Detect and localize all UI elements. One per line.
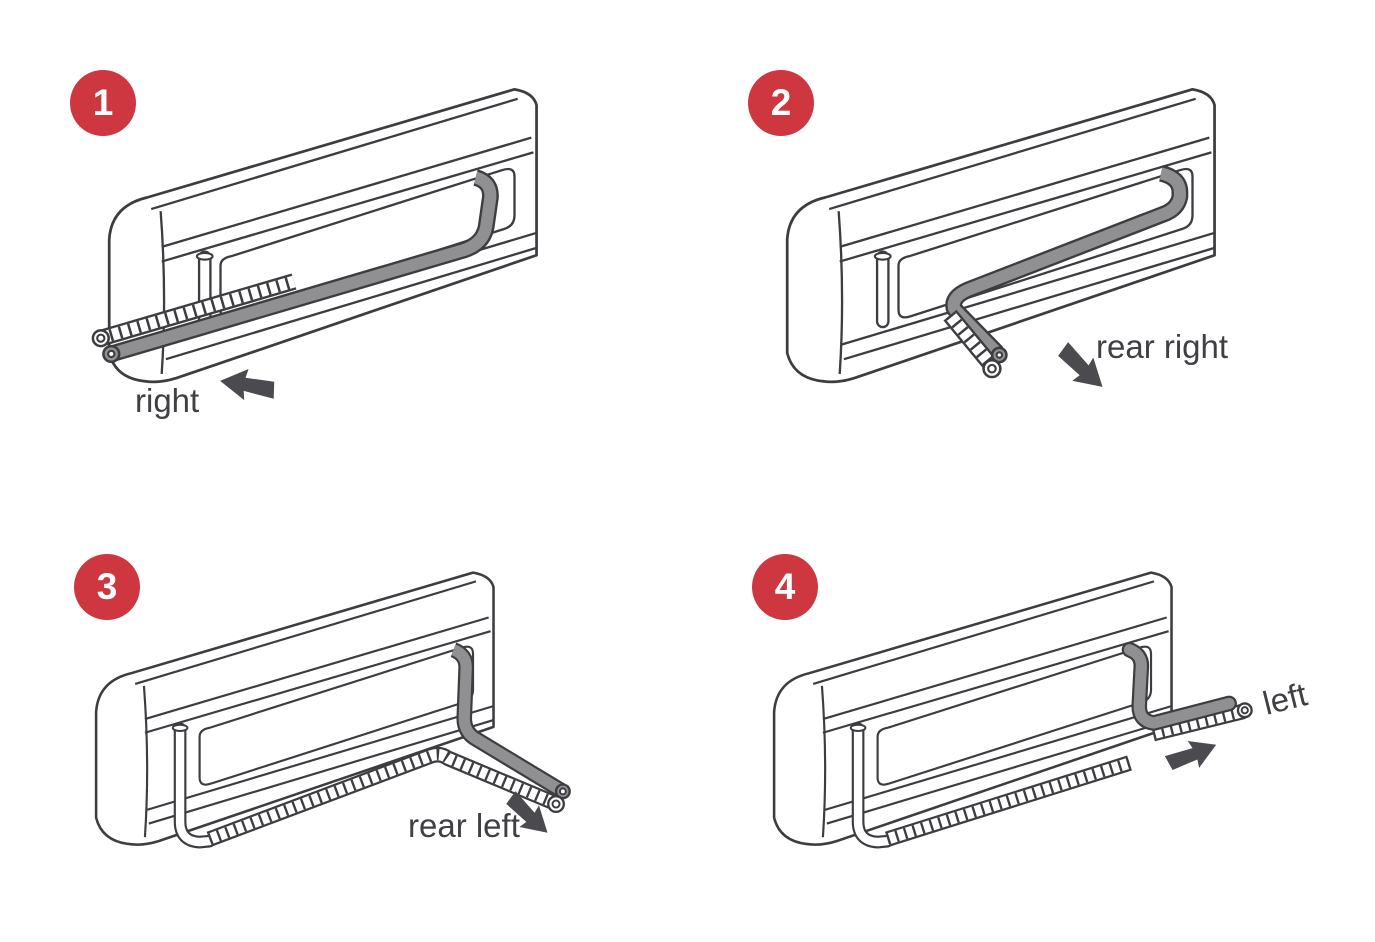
panel-right: 1 right	[40, 40, 695, 470]
step-number: 2	[770, 82, 792, 123]
step-number: 3	[96, 566, 118, 607]
direction-label: right	[135, 382, 200, 419]
piping-direction-diagram: { "panels": [ { "number": "1", "label": …	[40, 40, 1373, 849]
direction-label: rear right	[1096, 328, 1229, 365]
ac-unit-rear-illustration	[94, 571, 571, 932]
step-number: 4	[774, 566, 796, 607]
step-number-badge: 3	[74, 554, 140, 620]
ac-unit-rear-illustration	[785, 87, 1216, 399]
pipe-ends	[1236, 702, 1253, 719]
step-number-badge: 1	[70, 70, 136, 136]
corrugated-hose	[885, 703, 1246, 847]
refrigerant-pipe	[450, 642, 565, 798]
refrigerant-pipe	[108, 169, 499, 363]
arrow-left-icon	[217, 365, 278, 405]
panel-rear-right: 2 rear right	[718, 40, 1373, 470]
direction-label: rear left	[408, 807, 520, 844]
pipe-ends	[91, 329, 121, 364]
refrigerant-pipe	[1121, 641, 1237, 731]
corrugated-hose	[943, 309, 997, 369]
refrigerant-pipe	[945, 165, 1189, 359]
ac-unit-rear-illustration	[91, 87, 538, 405]
step-number-badge: 4	[752, 554, 818, 620]
step-number: 1	[92, 82, 114, 123]
panel-left: 4 left	[718, 512, 1373, 942]
step-number-badge: 2	[748, 70, 814, 136]
pipe-ends	[547, 783, 571, 814]
ac-unit-body	[772, 571, 1173, 845]
pipe-ends	[982, 346, 1008, 379]
ac-unit-rear-illustration	[772, 571, 1253, 932]
corrugated-hose	[98, 273, 297, 347]
arrow-up-right-icon	[1162, 731, 1222, 779]
corrugated-hose	[206, 746, 559, 847]
panel-rear-left: 3 rear left	[40, 512, 695, 942]
